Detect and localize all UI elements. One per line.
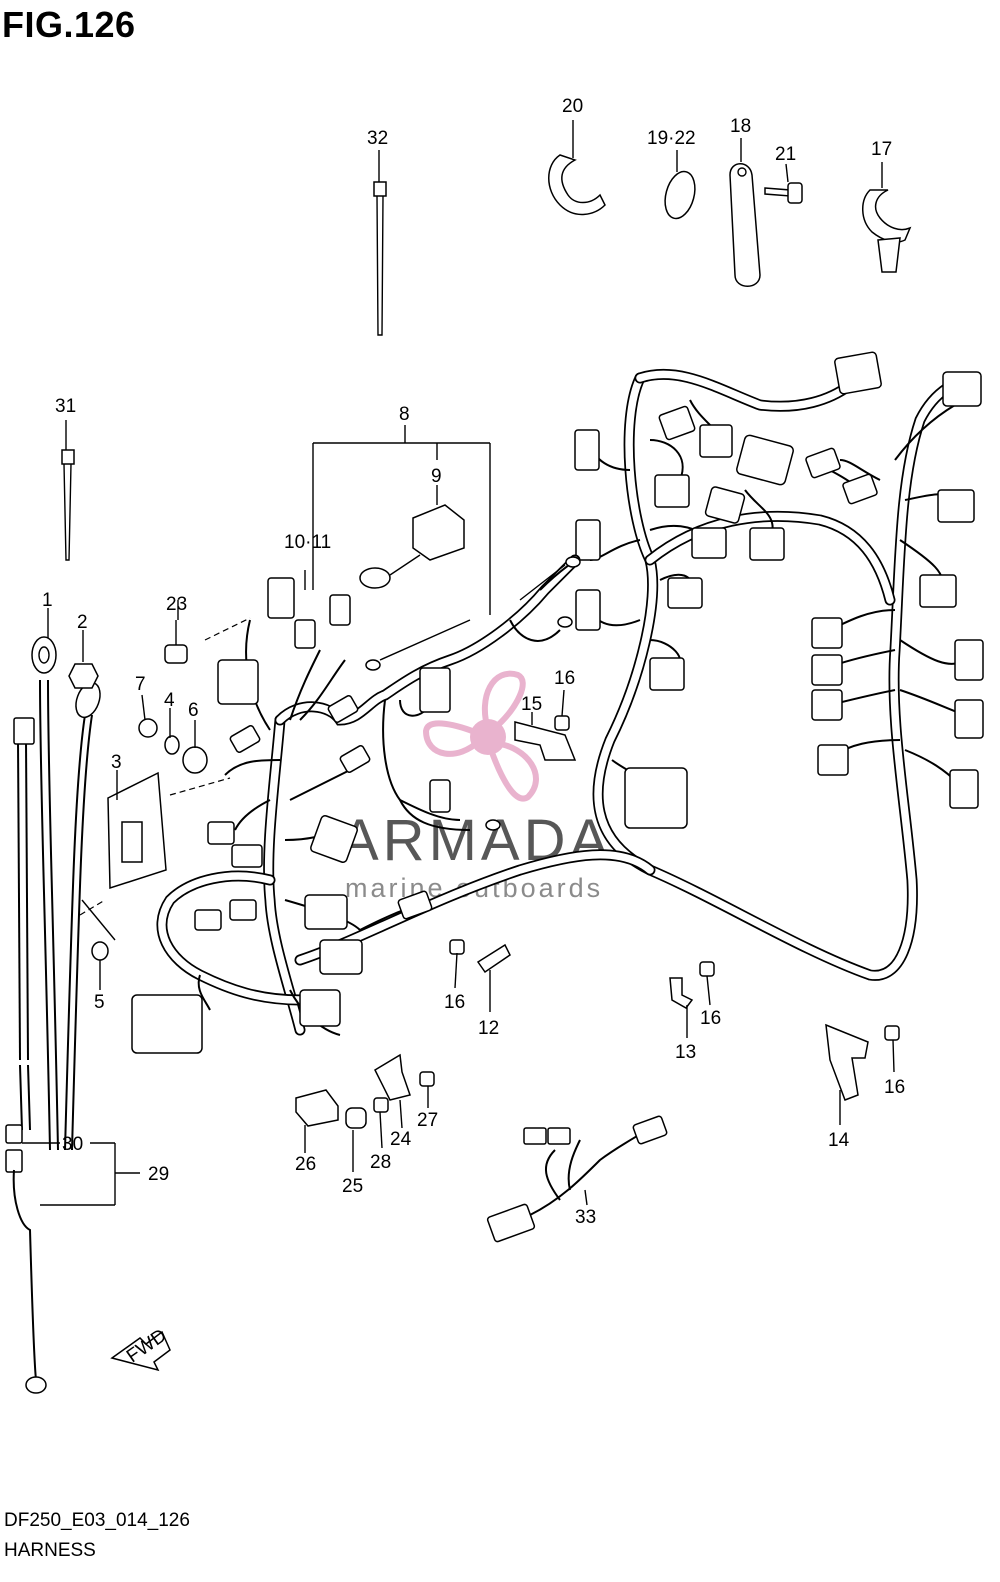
center-connectors (131, 556, 581, 1054)
callout-4: 4 (164, 690, 175, 711)
callout-29: 29 (148, 1164, 169, 1185)
fwd-arrow: FWD (110, 1325, 171, 1372)
figure-title: FIG.126 (2, 4, 136, 45)
callout-9: 9 (431, 466, 442, 487)
callout-14: 14 (828, 1130, 850, 1151)
callout-labels: 1 2 3 4 5 6 7 8 9 10·11 12 13 14 15 16 1… (42, 96, 905, 1228)
callout-15: 15 (521, 694, 542, 715)
callout-7: 7 (135, 674, 146, 695)
callout-16d: 16 (884, 1077, 905, 1098)
callout-17: 17 (871, 139, 892, 160)
callout-6: 6 (188, 700, 199, 721)
callout-10-11: 10·11 (284, 532, 331, 553)
callout-30: 30 (62, 1134, 83, 1155)
callout-25: 25 (342, 1176, 363, 1197)
callout-24: 24 (390, 1129, 412, 1150)
callout-19-22: 19·22 (647, 128, 696, 149)
callout-23: 23 (166, 594, 187, 615)
callout-5: 5 (94, 992, 105, 1013)
callout-12: 12 (478, 1018, 499, 1039)
callout-26: 26 (295, 1154, 316, 1175)
callout-27: 27 (417, 1110, 438, 1131)
callout-2: 2 (77, 612, 88, 633)
callout-31: 31 (55, 396, 76, 417)
callout-16c: 16 (700, 1008, 721, 1029)
callout-13: 13 (675, 1042, 696, 1063)
callout-16a: 16 (554, 668, 575, 689)
left-cables (5, 636, 101, 1394)
callout-3: 3 (111, 752, 122, 773)
small-parts (61, 154, 912, 1243)
watermark-brand: ARMADA (340, 808, 612, 873)
figure-name: HARNESS (4, 1540, 96, 1561)
figure-code: DF250_E03_014_126 (4, 1510, 190, 1531)
leader-lines (22, 120, 895, 1206)
callout-1: 1 (42, 590, 53, 611)
callout-32: 32 (367, 128, 388, 149)
callout-16b: 16 (444, 992, 465, 1013)
callout-28: 28 (370, 1152, 391, 1173)
callout-18: 18 (730, 116, 751, 137)
callout-20: 20 (562, 96, 583, 117)
callout-21: 21 (775, 144, 796, 165)
callout-33: 33 (575, 1207, 596, 1228)
callout-8: 8 (399, 404, 410, 425)
watermark-logo: ARMADA marine outboards (340, 670, 612, 903)
harness-connectors (574, 351, 984, 829)
